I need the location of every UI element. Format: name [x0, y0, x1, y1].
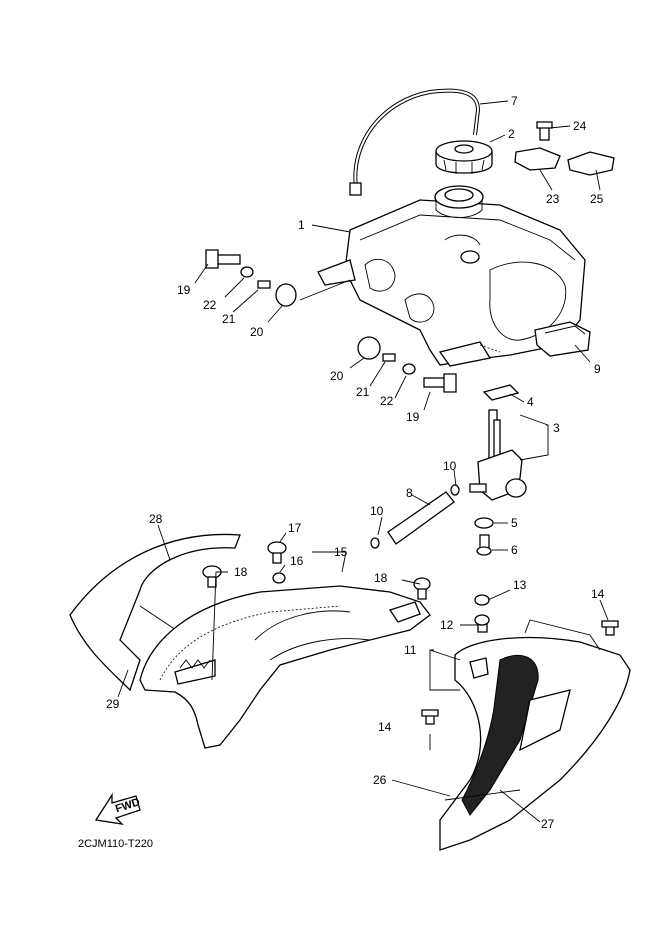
- callout-16: 16: [290, 554, 304, 568]
- callout-22-upper: 22: [203, 298, 217, 312]
- callout-20-lower: 20: [330, 369, 344, 383]
- callout-14-right: 14: [591, 587, 605, 601]
- callout-17: 17: [288, 521, 302, 535]
- callout-28: 28: [149, 512, 163, 526]
- callout-26: 26: [373, 773, 387, 787]
- callout-3: 3: [553, 421, 560, 435]
- breather-hose: [349, 88, 481, 196]
- callout-4: 4: [527, 395, 534, 409]
- callout-8: 8: [406, 486, 413, 500]
- fuel-cap: [435, 140, 493, 174]
- mounting-hardware-lower: [357, 336, 457, 393]
- callout-15: 15: [334, 545, 348, 559]
- callout-13: 13: [513, 578, 527, 592]
- callout-5: 5: [511, 516, 518, 530]
- tank-cover-9: [534, 321, 591, 357]
- callout-23: 23: [546, 192, 560, 206]
- callout-18-right: 18: [374, 571, 388, 585]
- side-cover-left: [69, 533, 431, 749]
- fasteners: [202, 541, 619, 725]
- fuel-cock-assembly: [469, 384, 527, 556]
- callout-19-lower: 19: [406, 410, 420, 424]
- callout-18-left: 18: [234, 565, 248, 579]
- callout-7: 7: [511, 94, 518, 108]
- callout-6: 6: [511, 543, 518, 557]
- fwd-arrow-icon: FWD: [94, 792, 142, 825]
- callout-12: 12: [440, 618, 454, 632]
- callout-24: 24: [573, 119, 587, 133]
- callout-numbers: 1 2 3 4 5 6 7 8 9 10 10 11 12 13 14 14 1…: [106, 94, 605, 831]
- fuel-tank: [317, 185, 586, 367]
- callout-9: 9: [594, 362, 601, 376]
- callout-27: 27: [541, 817, 555, 831]
- callout-1: 1: [298, 218, 305, 232]
- callout-10-lower: 10: [370, 504, 384, 518]
- callout-21-lower: 21: [356, 385, 370, 399]
- callout-25: 25: [590, 192, 604, 206]
- callout-21-upper: 21: [222, 312, 236, 326]
- reference-code: 2CJM110-T220: [78, 838, 153, 850]
- callout-29: 29: [106, 697, 120, 711]
- callout-2: 2: [508, 127, 515, 141]
- callout-14-left: 14: [378, 720, 392, 734]
- damper-and-clips: [514, 121, 615, 176]
- callout-20-upper: 20: [250, 325, 264, 339]
- callout-11: 11: [404, 643, 417, 657]
- leader-lines: [117, 100, 609, 823]
- callout-10-upper: 10: [443, 459, 457, 473]
- fuel-hose: [370, 484, 460, 549]
- callout-22-lower: 22: [380, 394, 394, 408]
- mounting-hardware-upper: [205, 249, 297, 307]
- side-cover-right: [439, 619, 631, 851]
- callout-19-upper: 19: [177, 283, 191, 297]
